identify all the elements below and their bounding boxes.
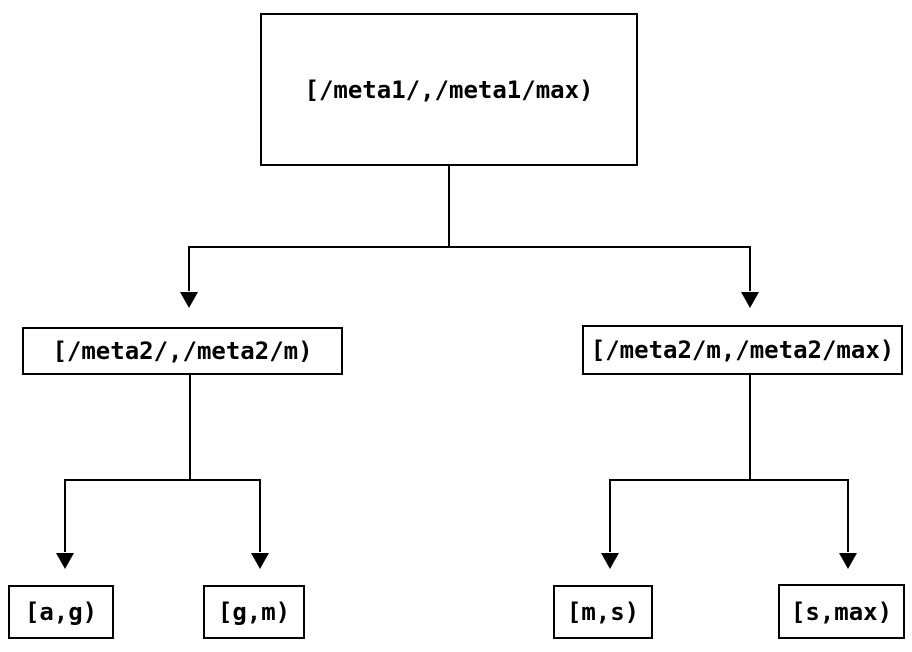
connector-line — [609, 375, 751, 552]
arrowhead-down-icon — [251, 553, 269, 569]
connector-line — [189, 375, 261, 552]
node-leaf-s-max-label: [s,max) — [790, 597, 893, 626]
connector-line — [448, 166, 751, 291]
node-root-label: [/meta1/,/meta1/max) — [304, 75, 594, 104]
node-leaf-m-s: [m,s) — [553, 585, 653, 639]
node-meta2-low: [/meta2/,/meta2/m) — [22, 327, 343, 375]
arrowhead-down-icon — [56, 553, 74, 569]
node-root: [/meta1/,/meta1/max) — [260, 13, 638, 166]
connector-line — [749, 375, 849, 552]
node-meta2-high-label: [/meta2/m,/meta2/max) — [590, 336, 895, 364]
node-leaf-g-m: [g,m) — [203, 585, 305, 639]
node-leaf-m-s-label: [m,s) — [566, 598, 640, 626]
edge-meta2-high-to-leaf-m-s — [601, 375, 751, 569]
node-leaf-a-g-label: [a,g) — [24, 598, 98, 626]
node-leaf-g-m-label: [g,m) — [217, 598, 291, 626]
node-leaf-a-g: [a,g) — [8, 585, 114, 639]
edge-meta2-low-to-leaf-g-m — [189, 375, 269, 569]
arrowhead-down-icon — [741, 292, 759, 308]
edge-root-to-meta2-high — [448, 166, 759, 308]
connector-line — [188, 166, 450, 291]
arrowhead-down-icon — [180, 292, 198, 308]
node-meta2-high: [/meta2/m,/meta2/max) — [582, 325, 903, 375]
arrowhead-down-icon — [839, 553, 857, 569]
node-leaf-s-max: [s,max) — [778, 584, 905, 639]
connector-line — [64, 375, 191, 552]
edge-meta2-low-to-leaf-a-g — [56, 375, 191, 569]
edge-root-to-meta2-low — [180, 166, 450, 308]
node-meta2-low-label: [/meta2/,/meta2/m) — [52, 337, 313, 365]
edge-meta2-high-to-leaf-s-max — [749, 375, 857, 569]
arrowhead-down-icon — [601, 553, 619, 569]
